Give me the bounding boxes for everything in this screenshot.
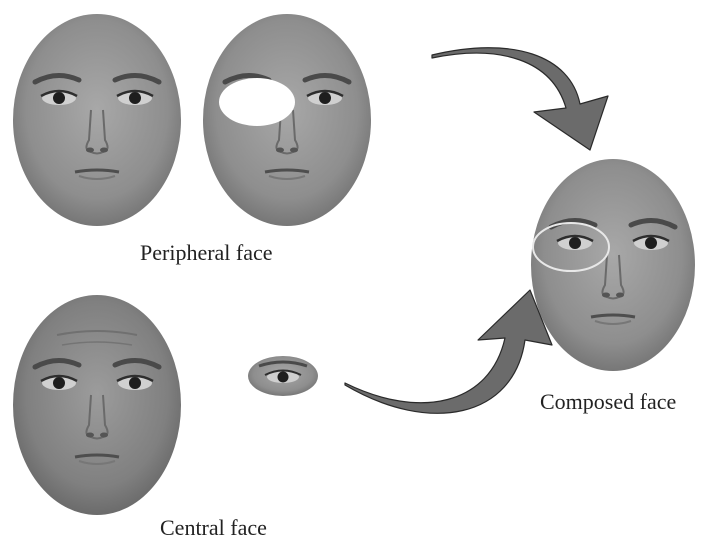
- curved-arrow-upper: [432, 48, 608, 150]
- peripheral-face-masked: [203, 14, 371, 226]
- peripheral-face-label: Peripheral face: [140, 240, 273, 266]
- composed-face: [531, 159, 695, 371]
- eye-patch: [248, 356, 318, 396]
- composed-face-label: Composed face: [540, 389, 676, 415]
- central-face-label: Central face: [160, 515, 267, 541]
- blank-eye-region: [219, 78, 295, 126]
- curved-arrow-lower: [345, 290, 552, 413]
- central-face: [13, 295, 181, 515]
- peripheral-face-original: [13, 14, 181, 226]
